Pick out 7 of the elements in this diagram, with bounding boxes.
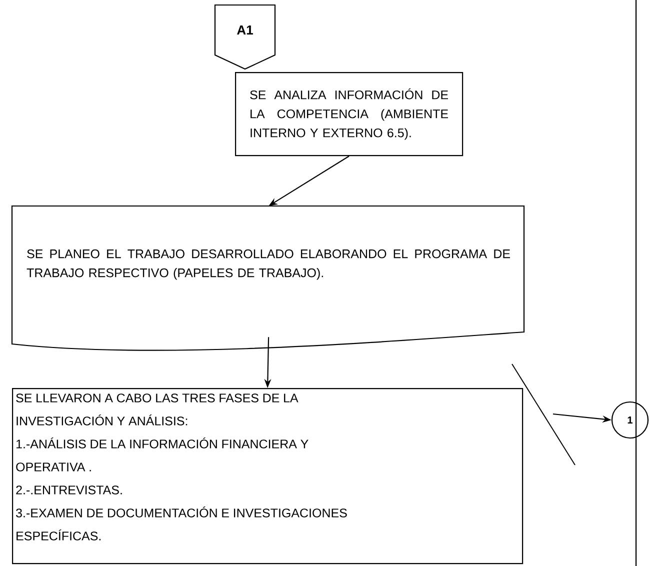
off-page-connector: A1 — [214, 4, 276, 70]
step-text: SE LLEVARON A CABO LAS TRES FASES DE LA INVESTIGACIÓN Y ANÁLISIS: — [16, 394, 298, 426]
document-box: SE PLANEO EL TRABAJO DESARROLLADO ELABORANDO EL PROGRAMA DE TRABAJO RESPECTIVO (PAPELES DE TRABAJO). — [11, 205, 525, 351]
step-text: 3.-EXAMEN DE DOCUMENTACIÓN E INVESTIGACIONES ESPECÍFICAS. — [16, 506, 347, 540]
process-box: SE ANALIZA INFORMACIÓN DE LA COMPETENCIA (AMBIENTE INTERNO Y EXTERNO 6.5). — [235, 72, 464, 156]
step-text: 2.-.ENTREVISTAS. — [16, 486, 122, 494]
step-text: 1.-ANÁLISIS DE LA INFORMACIÓN FINANCIERA Y OPERATIVA . — [16, 437, 308, 472]
